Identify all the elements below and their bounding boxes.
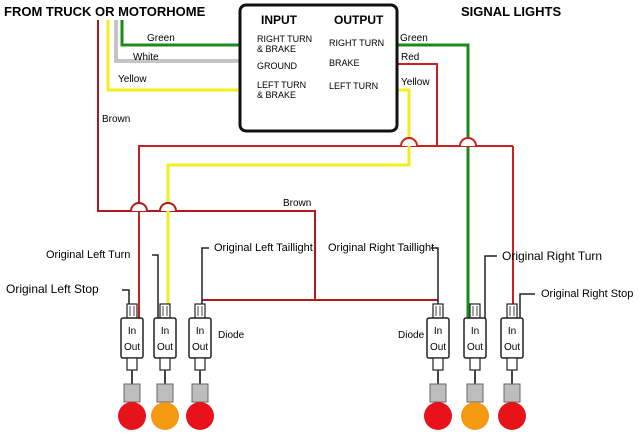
wire-label-yellow-in: Yellow <box>118 74 147 85</box>
input-ground: GROUND <box>257 61 297 71</box>
label-diode-right: Diode <box>398 330 425 341</box>
converter-output-heading: OUTPUT <box>334 13 384 27</box>
wire-label-yellow-out: Yellow <box>401 77 430 88</box>
title-signal-lights: SIGNAL LIGHTS <box>461 4 561 19</box>
label-original-left-taillight: Original Left Taillight <box>214 242 313 254</box>
lamp-right-turn <box>461 402 489 430</box>
lamp-right-stop <box>498 402 526 430</box>
socket-left-tail <box>191 383 209 403</box>
lamp-left-tail <box>186 402 214 430</box>
connector-out-right-stop: Out <box>504 342 520 353</box>
connector-out-right-turn: Out <box>467 342 483 353</box>
connector-in-left-turn: In <box>161 326 169 337</box>
converter-input-heading: INPUT <box>261 13 298 27</box>
output-left-turn: LEFT TURN <box>329 81 378 91</box>
wire-hop-1 <box>400 137 418 147</box>
input-left-turn-line2: & BRAKE <box>257 90 296 100</box>
socket-right-tail <box>429 383 447 403</box>
connector-in-left-tail: In <box>196 326 204 337</box>
plug-top-right-turn <box>469 303 481 319</box>
label-original-left-stop: Original Left Stop <box>6 282 99 296</box>
plug-top-left-tail <box>194 303 206 319</box>
connector-in-right-stop: In <box>508 326 516 337</box>
plug-top-left-stop <box>126 303 138 319</box>
wire-label-brown-mid: Brown <box>283 198 311 209</box>
input-right-turn-line1: RIGHT TURN <box>257 34 312 44</box>
connector-out-right-tail: Out <box>430 342 446 353</box>
wire-label-green-out: Green <box>400 33 428 44</box>
wire-label-white: White <box>133 52 159 63</box>
connector-in-right-tail: In <box>434 326 442 337</box>
plug-top-right-stop <box>506 303 518 319</box>
input-left-turn-line1: LEFT TURN <box>257 80 306 90</box>
wire-label-red-out: Red <box>401 52 419 63</box>
leader-right-taillight <box>431 247 439 318</box>
lamp-right-tail <box>424 402 452 430</box>
socket-right-turn <box>466 383 484 403</box>
wire-yellow-output <box>166 88 411 318</box>
wire-green-output <box>398 43 470 318</box>
output-brake: BRAKE <box>329 58 360 68</box>
plug-bottom-right-turn <box>469 357 481 371</box>
wire-hop-4 <box>159 202 177 212</box>
label-original-right-turn: Original Right Turn <box>502 249 602 263</box>
wire-yellow-input <box>106 20 240 92</box>
leader-right-stop <box>519 293 535 318</box>
plug-top-left-turn <box>159 303 171 319</box>
leader-right-turn <box>484 255 497 318</box>
plug-bottom-left-turn <box>159 357 171 371</box>
title-from-truck: FROM TRUCK OR MOTORHOME <box>4 4 206 19</box>
label-original-right-stop: Original Right Stop <box>541 288 633 300</box>
label-original-left-turn: Original Left Turn <box>46 249 130 261</box>
plug-bottom-right-tail <box>432 357 444 371</box>
wire-brown-left <box>97 20 316 300</box>
wire-green-input <box>120 20 240 47</box>
plug-top-right-tail <box>432 303 444 319</box>
label-diode-left: Diode <box>218 330 245 341</box>
wire-white-input <box>114 20 240 63</box>
plug-bottom-left-tail <box>194 357 206 371</box>
converter-box <box>238 3 399 133</box>
lamp-left-stop <box>118 402 146 430</box>
wire-white-input-2 <box>116 20 240 61</box>
connector-out-left-tail: Out <box>192 342 208 353</box>
wire-hop-3 <box>130 202 148 212</box>
connector-in-right-turn: In <box>471 326 479 337</box>
plug-bottom-right-stop <box>506 357 518 371</box>
lamp-left-turn <box>151 402 179 430</box>
connector-out-left-turn: Out <box>157 342 173 353</box>
wire-label-green-in: Green <box>147 33 175 44</box>
input-right-turn-line2: & BRAKE <box>257 44 296 54</box>
socket-left-stop <box>123 383 141 403</box>
label-original-right-taillight: Original Right Taillight <box>328 242 434 254</box>
leader-left-taillight <box>201 247 209 318</box>
wire-label-brown-left: Brown <box>102 114 130 125</box>
socket-left-turn <box>156 383 174 403</box>
plug-bottom-left-stop <box>126 357 138 371</box>
leader-left-turn <box>152 254 159 318</box>
output-right-turn: RIGHT TURN <box>329 38 384 48</box>
connector-in-left-stop: In <box>128 326 136 337</box>
connector-out-left-stop: Out <box>124 342 140 353</box>
socket-right-stop <box>503 383 521 403</box>
wire-hop-2 <box>459 137 477 147</box>
